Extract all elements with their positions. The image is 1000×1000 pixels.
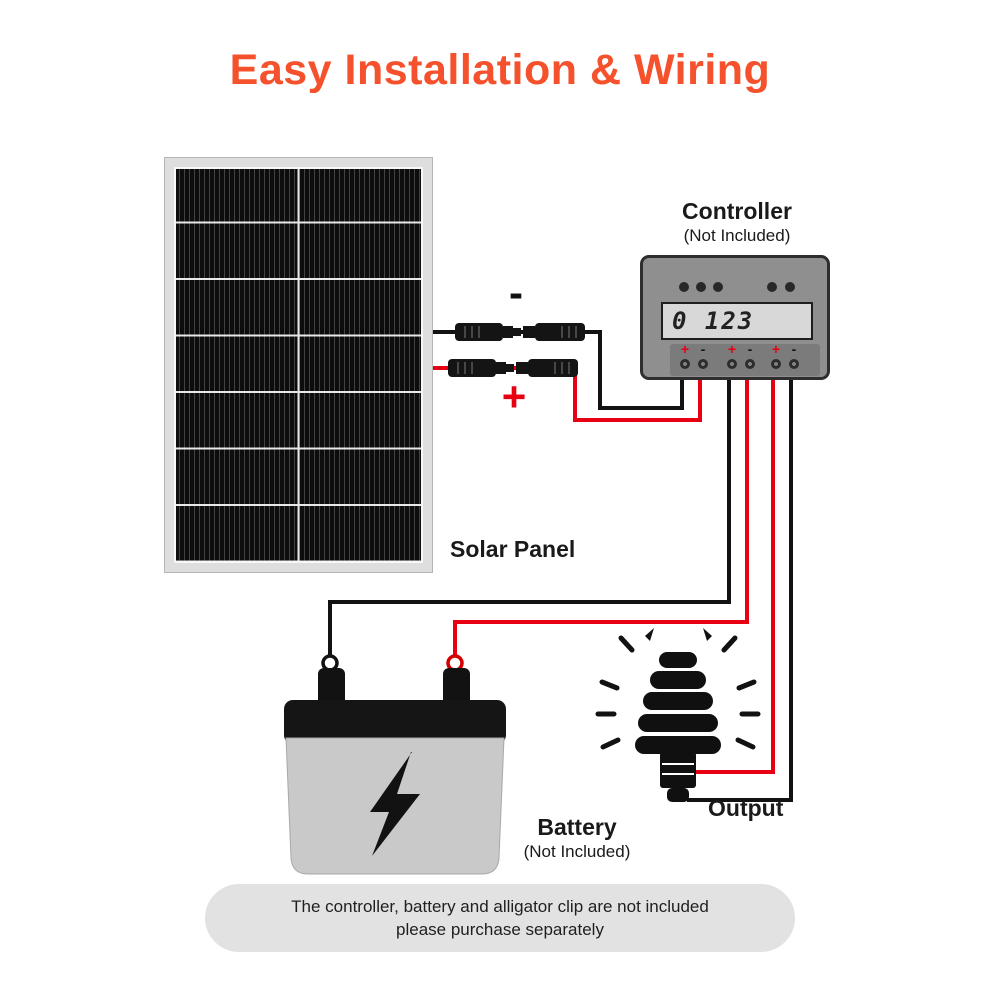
battery-post-positive	[443, 668, 470, 710]
plus-label: +	[501, 373, 527, 420]
bulb-tip	[667, 788, 689, 802]
ring-terminal-negative	[321, 654, 339, 672]
lightning-bolt-icon	[370, 752, 420, 856]
wire-load-positive	[694, 380, 775, 774]
battery-illustration	[284, 668, 506, 875]
terminal-screw	[680, 359, 690, 369]
page-title: Easy Installation & Wiring	[229, 46, 771, 94]
solar-panel-label: Solar Panel	[450, 536, 576, 562]
terminal-battery-positive: +	[724, 341, 740, 369]
terminal-sign: -	[747, 341, 753, 357]
controller-caption: Controller (Not Included)	[625, 198, 849, 246]
indicator-dot	[696, 282, 706, 292]
battery-caption: Battery (Not Included)	[494, 814, 660, 862]
terminal-battery-negative: -	[742, 341, 758, 369]
bulb-base	[660, 752, 696, 788]
terminal-load-positive: +	[768, 341, 784, 369]
indicator-dot	[785, 282, 795, 292]
footer-line-1: The controller, battery and alligator cl…	[291, 896, 709, 916]
terminal-sign: -	[791, 341, 797, 357]
indicator-dot	[679, 282, 689, 292]
mc4-connector-pair-positive	[448, 359, 578, 377]
controller-title: Controller	[682, 198, 792, 224]
light-rays-icon	[595, 628, 761, 750]
wire-load-negative	[687, 380, 793, 802]
indicator-dot	[767, 282, 777, 292]
wire-battery-negative	[328, 380, 731, 656]
minus-label: -	[509, 269, 523, 316]
wire-battery-positive	[453, 380, 749, 656]
output-label: Output	[708, 795, 784, 821]
terminal-pv-positive: +	[677, 341, 693, 369]
controller-lcd: 0 123	[661, 302, 813, 340]
terminal-screw	[745, 359, 755, 369]
ring-terminal-positive	[446, 654, 464, 672]
terminal-screw	[727, 359, 737, 369]
indicator-dot	[713, 282, 723, 292]
terminal-screw	[771, 359, 781, 369]
terminal-load-negative: -	[786, 341, 802, 369]
terminal-screw	[789, 359, 799, 369]
controller-illustration: 0 123 + - + - + -	[640, 255, 830, 380]
battery-post-negative	[318, 668, 345, 710]
mc4-connector-pair-negative	[455, 323, 585, 341]
lcd-reading: 0 123	[672, 307, 755, 335]
terminal-sign: -	[700, 341, 706, 357]
terminal-sign: +	[771, 341, 781, 357]
battery-title: Battery	[537, 814, 617, 840]
terminal-sign: +	[727, 341, 737, 357]
terminal-pv-negative: -	[695, 341, 711, 369]
solar-panel-illustration	[164, 157, 433, 573]
footer-note: The controller, battery and alligator cl…	[205, 884, 795, 952]
terminal-sign: +	[680, 341, 690, 357]
footer-line-2: please purchase separately	[396, 919, 604, 939]
battery-subtitle: (Not Included)	[523, 842, 631, 861]
battery-top	[284, 700, 506, 744]
terminal-screw	[698, 359, 708, 369]
controller-subtitle: (Not Included)	[683, 226, 791, 245]
bulb-icon	[635, 652, 721, 802]
